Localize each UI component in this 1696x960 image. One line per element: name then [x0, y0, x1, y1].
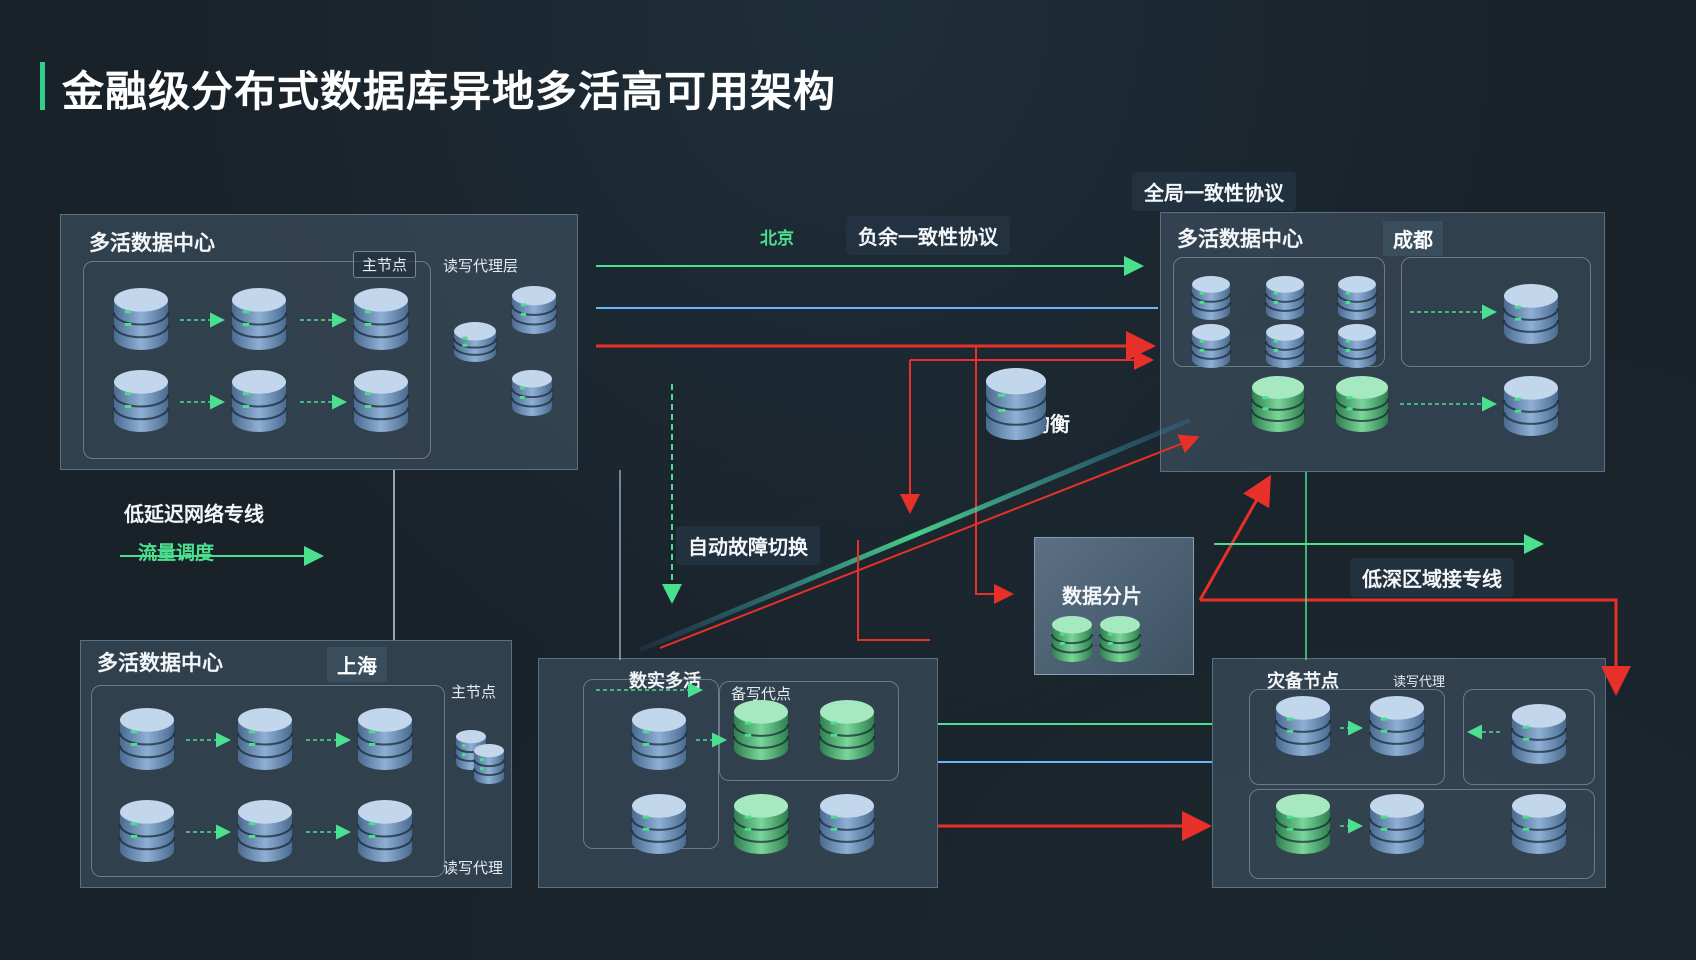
datacenter-panel-bottom-left: 多活数据中心 上海 主节点 读写代理 — [80, 640, 512, 888]
city-label-chengdu: 成都 — [1383, 221, 1443, 256]
panel-label: 多活数据中心 — [89, 231, 215, 255]
low-latency-line-label: 低延迟网络专线 — [124, 502, 264, 526]
low-latency-region-line-label: 低深区域接专线 — [1350, 558, 1514, 597]
panel-label: 数实多活 — [629, 671, 701, 692]
db-cluster-frame — [1401, 257, 1591, 367]
db-cluster-frame — [1463, 689, 1595, 785]
db-cluster-frame — [583, 679, 719, 849]
traffic-dispatch-label: 流量调度 — [138, 542, 215, 564]
datacenter-panel-top-right: 多活数据中心 成都 — [1160, 212, 1605, 472]
db-cluster-frame — [1173, 257, 1385, 367]
auto-failover-label: 自动故障切换 — [676, 526, 820, 565]
title-accent-bar — [40, 62, 45, 110]
consistency-protocol-label: 全局一致性协议 — [1132, 172, 1296, 211]
load-balance-label: 负载均衡 — [990, 412, 1070, 436]
data-shard-label: 数据分片 — [1062, 584, 1142, 608]
proxy-layer-tag: 读写代理层 — [443, 257, 519, 275]
panel-label: 多活数据中心 — [97, 651, 223, 675]
panel-label: 多活数据中心 — [1177, 227, 1303, 251]
city-label-shanghai: 上海 — [327, 647, 387, 682]
datacenter-panel-bottom-center: 数实多活 备写代点 — [538, 658, 938, 888]
proxy-tag: 读写代理 — [443, 859, 504, 877]
db-cluster-frame — [91, 685, 445, 877]
primary-node-tag: 主节点 — [451, 683, 497, 701]
beijing-label: 北京 — [760, 229, 794, 249]
page-title: 金融级分布式数据库异地多活高可用架构 — [62, 67, 837, 116]
datacenter-panel-top-left: 多活数据中心 主节点 读写代理层 — [60, 214, 578, 470]
db-cluster-frame — [1249, 789, 1595, 879]
proxy-tag: 读写代理 — [1393, 675, 1446, 690]
proxy-tag: 备写代点 — [731, 685, 792, 703]
datacenter-panel-bottom-right: 灾备节点 读写代理 — [1212, 658, 1606, 888]
db-cluster-frame — [719, 681, 899, 781]
primary-node-tag: 主节点 — [353, 251, 417, 278]
db-cluster-frame — [83, 261, 431, 459]
db-cluster-frame — [1249, 689, 1445, 785]
load-protocol-label: 负余一致性协议 — [846, 216, 1010, 255]
